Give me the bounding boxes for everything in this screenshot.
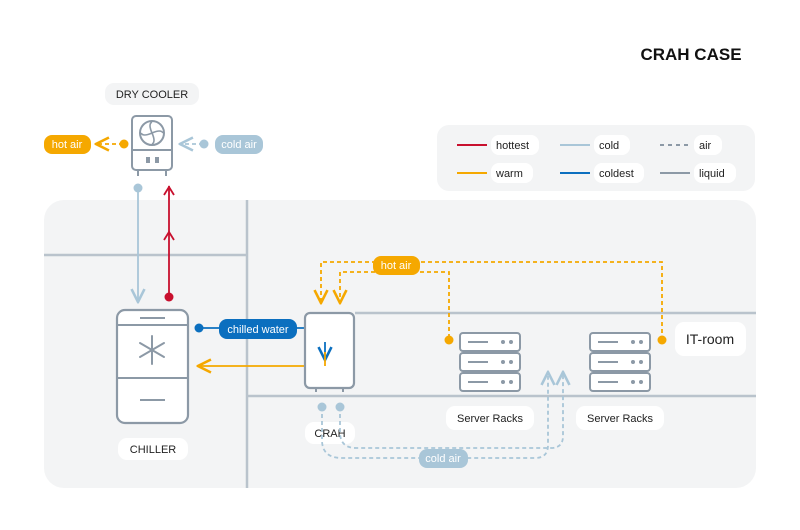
page-title: CRAH CASE (640, 45, 741, 64)
legend: hottest cold air warm coldest liquid (437, 125, 755, 191)
dry-cooler: DRY COOLER (105, 83, 199, 176)
server-rack (459, 332, 521, 392)
chiller-label: CHILLER (130, 444, 177, 456)
legend-label-liquid: liquid (699, 168, 725, 180)
legend-label-cold: cold (599, 140, 619, 152)
cold-air-intake-tag (215, 135, 263, 154)
cold-air-supply-tag (419, 449, 468, 468)
chiller-body (115, 308, 190, 425)
dry-cooler-body (131, 115, 173, 171)
it-room-tag (675, 322, 746, 356)
legend-label-coldest: coldest (599, 168, 634, 180)
cold-air-supply-label: cold air (425, 453, 461, 465)
server-racks-2-label: Server Racks (587, 413, 654, 425)
hot-air-exhaust-tag (44, 135, 91, 154)
chiller: CHILLER (115, 308, 190, 460)
hot-air-return-label: hot air (381, 260, 412, 272)
hot-air-exhaust-node (119, 139, 129, 149)
server-rack (589, 332, 651, 392)
chilled-water-tag (219, 319, 297, 339)
cold-air-supply-loop (321, 372, 563, 459)
server-racks-1-label: Server Racks (457, 413, 524, 425)
crah-unit: CRAH (303, 311, 356, 444)
cold-air-intake-node (199, 139, 209, 149)
cold-air-intake-label: cold air (221, 139, 257, 151)
legend-label-warm: warm (495, 168, 523, 180)
fan-icon (139, 120, 165, 146)
crah-body (303, 311, 356, 390)
legend-label-air: air (699, 140, 712, 152)
legend-label-hottest: hottest (496, 140, 529, 152)
snowflake-icon (139, 335, 165, 365)
it-room-label: IT-room (686, 331, 734, 347)
building-walls (44, 200, 756, 488)
hot-air-return-tag (373, 256, 420, 275)
chilled-water-label: chilled water (227, 324, 288, 336)
hot-air-exhaust-label: hot air (52, 139, 83, 151)
dry-cooler-label: DRY COOLER (116, 89, 188, 101)
